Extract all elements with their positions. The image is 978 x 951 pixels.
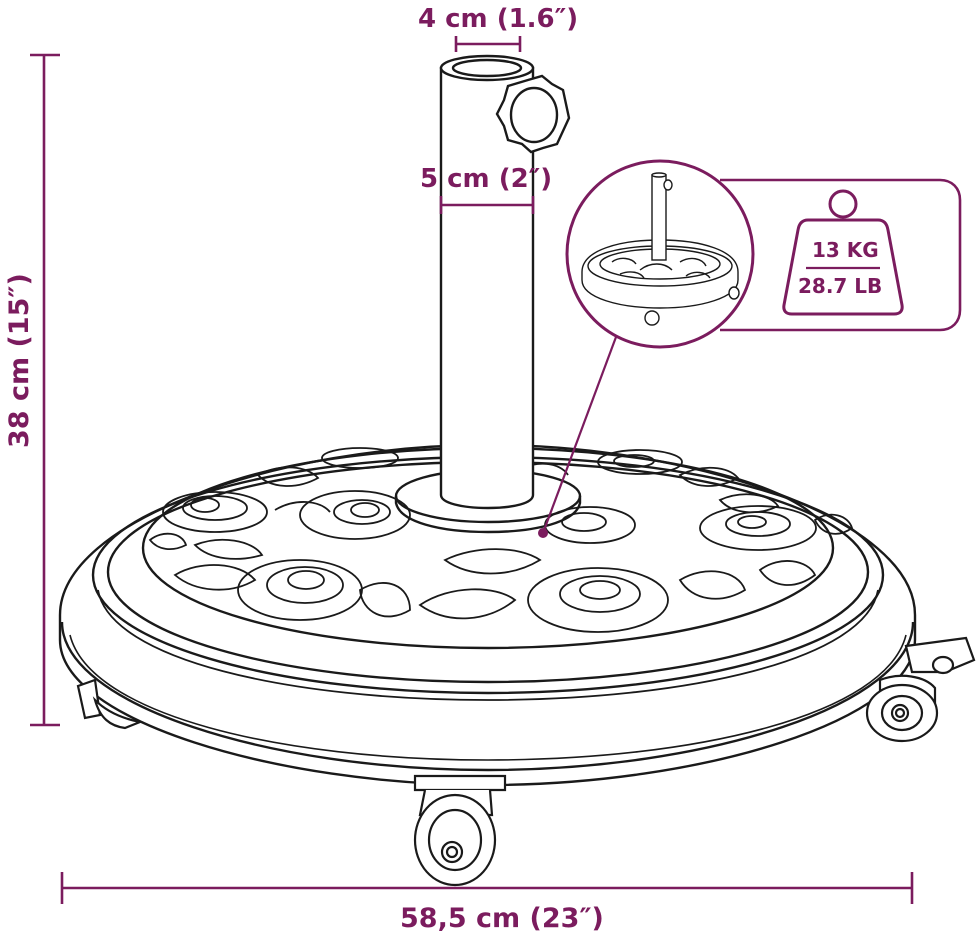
material-callout [538, 159, 962, 538]
weight-kg-label: 13 KG [812, 238, 879, 262]
width-label: 58,5 cm (23″) [400, 903, 604, 934]
weight-lb-label: 28.7 LB [798, 274, 883, 298]
tightening-knob [495, 74, 571, 154]
caster-wheel-left [76, 678, 144, 730]
outer-tube-diameter-label: 5 cm (2″) [420, 164, 553, 194]
dimension-lines [30, 36, 914, 904]
height-label: 38 cm (15″) [4, 273, 35, 448]
weight-icon [782, 189, 904, 316]
caster-wheel-front [413, 774, 507, 887]
caster-wheel-right [865, 636, 976, 743]
floral-pattern [148, 447, 854, 633]
top-diameter-label: 4 cm (1.6″) [418, 4, 579, 34]
umbrella-pole [439, 54, 535, 510]
